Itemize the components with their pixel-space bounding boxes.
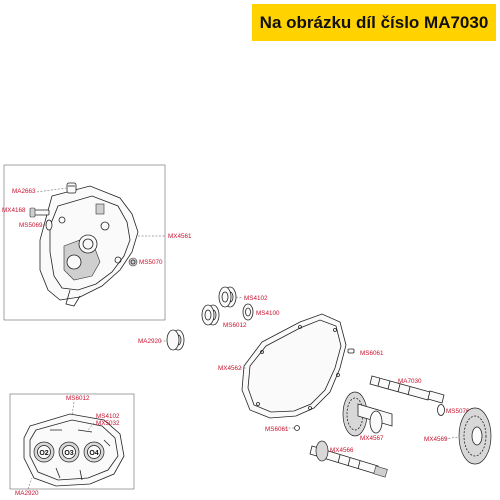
label-ms6061-upper: MS6061 (360, 350, 384, 357)
part-ms6012-bearing (201, 304, 220, 326)
label-mx4566: MX4566 (330, 447, 354, 454)
label-mx4562: MX4562 (218, 365, 242, 372)
label-ms4102-upper: MS4102 (244, 295, 268, 302)
part-ms6061-dowel-lower (294, 425, 300, 431)
part-ms5076-circlip (437, 404, 445, 416)
label-mx4561: MX4561 (168, 233, 192, 240)
part-ma2663-cap (66, 182, 77, 194)
label-ms6012-lower: MS6012 (66, 395, 90, 402)
label-ms6061-lower: MS6061 (265, 426, 289, 433)
label-mx4569: MX4569 (424, 436, 448, 443)
label-ma2663: MA2663 (12, 188, 36, 195)
transmission-cover (39, 185, 139, 307)
part-ms5069-washer (45, 219, 53, 231)
assembled-housing (23, 413, 125, 487)
label-ms4102-lower: MS4102 (96, 413, 120, 420)
label-ms5070: MS5070 (139, 259, 163, 266)
label-ma2920-lower: MA2920 (15, 490, 39, 497)
part-ma2920-bearing (166, 329, 185, 351)
part-ma7030-shaft (369, 375, 445, 404)
marker-o2: O2 (39, 450, 48, 457)
header-text: Na obrázku díl číslo MA7030 (259, 13, 489, 32)
part-mx4562-gasket (241, 313, 347, 419)
label-ms5069: MS5069 (19, 222, 43, 229)
part-mx4567-gear (342, 391, 393, 437)
label-ma7030: MA7030 (398, 378, 422, 385)
part-mx4566-shaft (309, 440, 388, 478)
part-ms6061-dowel-upper (347, 348, 355, 354)
part-ms5070-plug (128, 257, 138, 267)
part-ms4100-seal (242, 303, 254, 321)
label-ms4100: MS4100 (256, 310, 280, 317)
label-ms5076: MS5076 (446, 408, 470, 415)
marker-o4: O4 (89, 450, 98, 457)
part-mx4569-gear (458, 407, 492, 465)
header-banner: Na obrázku díl číslo MA7030 (252, 4, 496, 41)
label-ma2920-upper: MA2920 (138, 338, 162, 345)
label-mx4567: MX4567 (360, 435, 384, 442)
label-mx5032: MX5032 (96, 420, 120, 427)
marker-o3: O3 (64, 450, 73, 457)
housing-group-frame (9, 393, 135, 490)
label-mx4168: MX4168 (2, 207, 26, 214)
cover-group-frame (3, 164, 166, 321)
part-mx4168-bolt (29, 207, 50, 218)
part-ms4102-bearing (218, 286, 237, 308)
label-ms6012-upper: MS6012 (223, 322, 247, 329)
